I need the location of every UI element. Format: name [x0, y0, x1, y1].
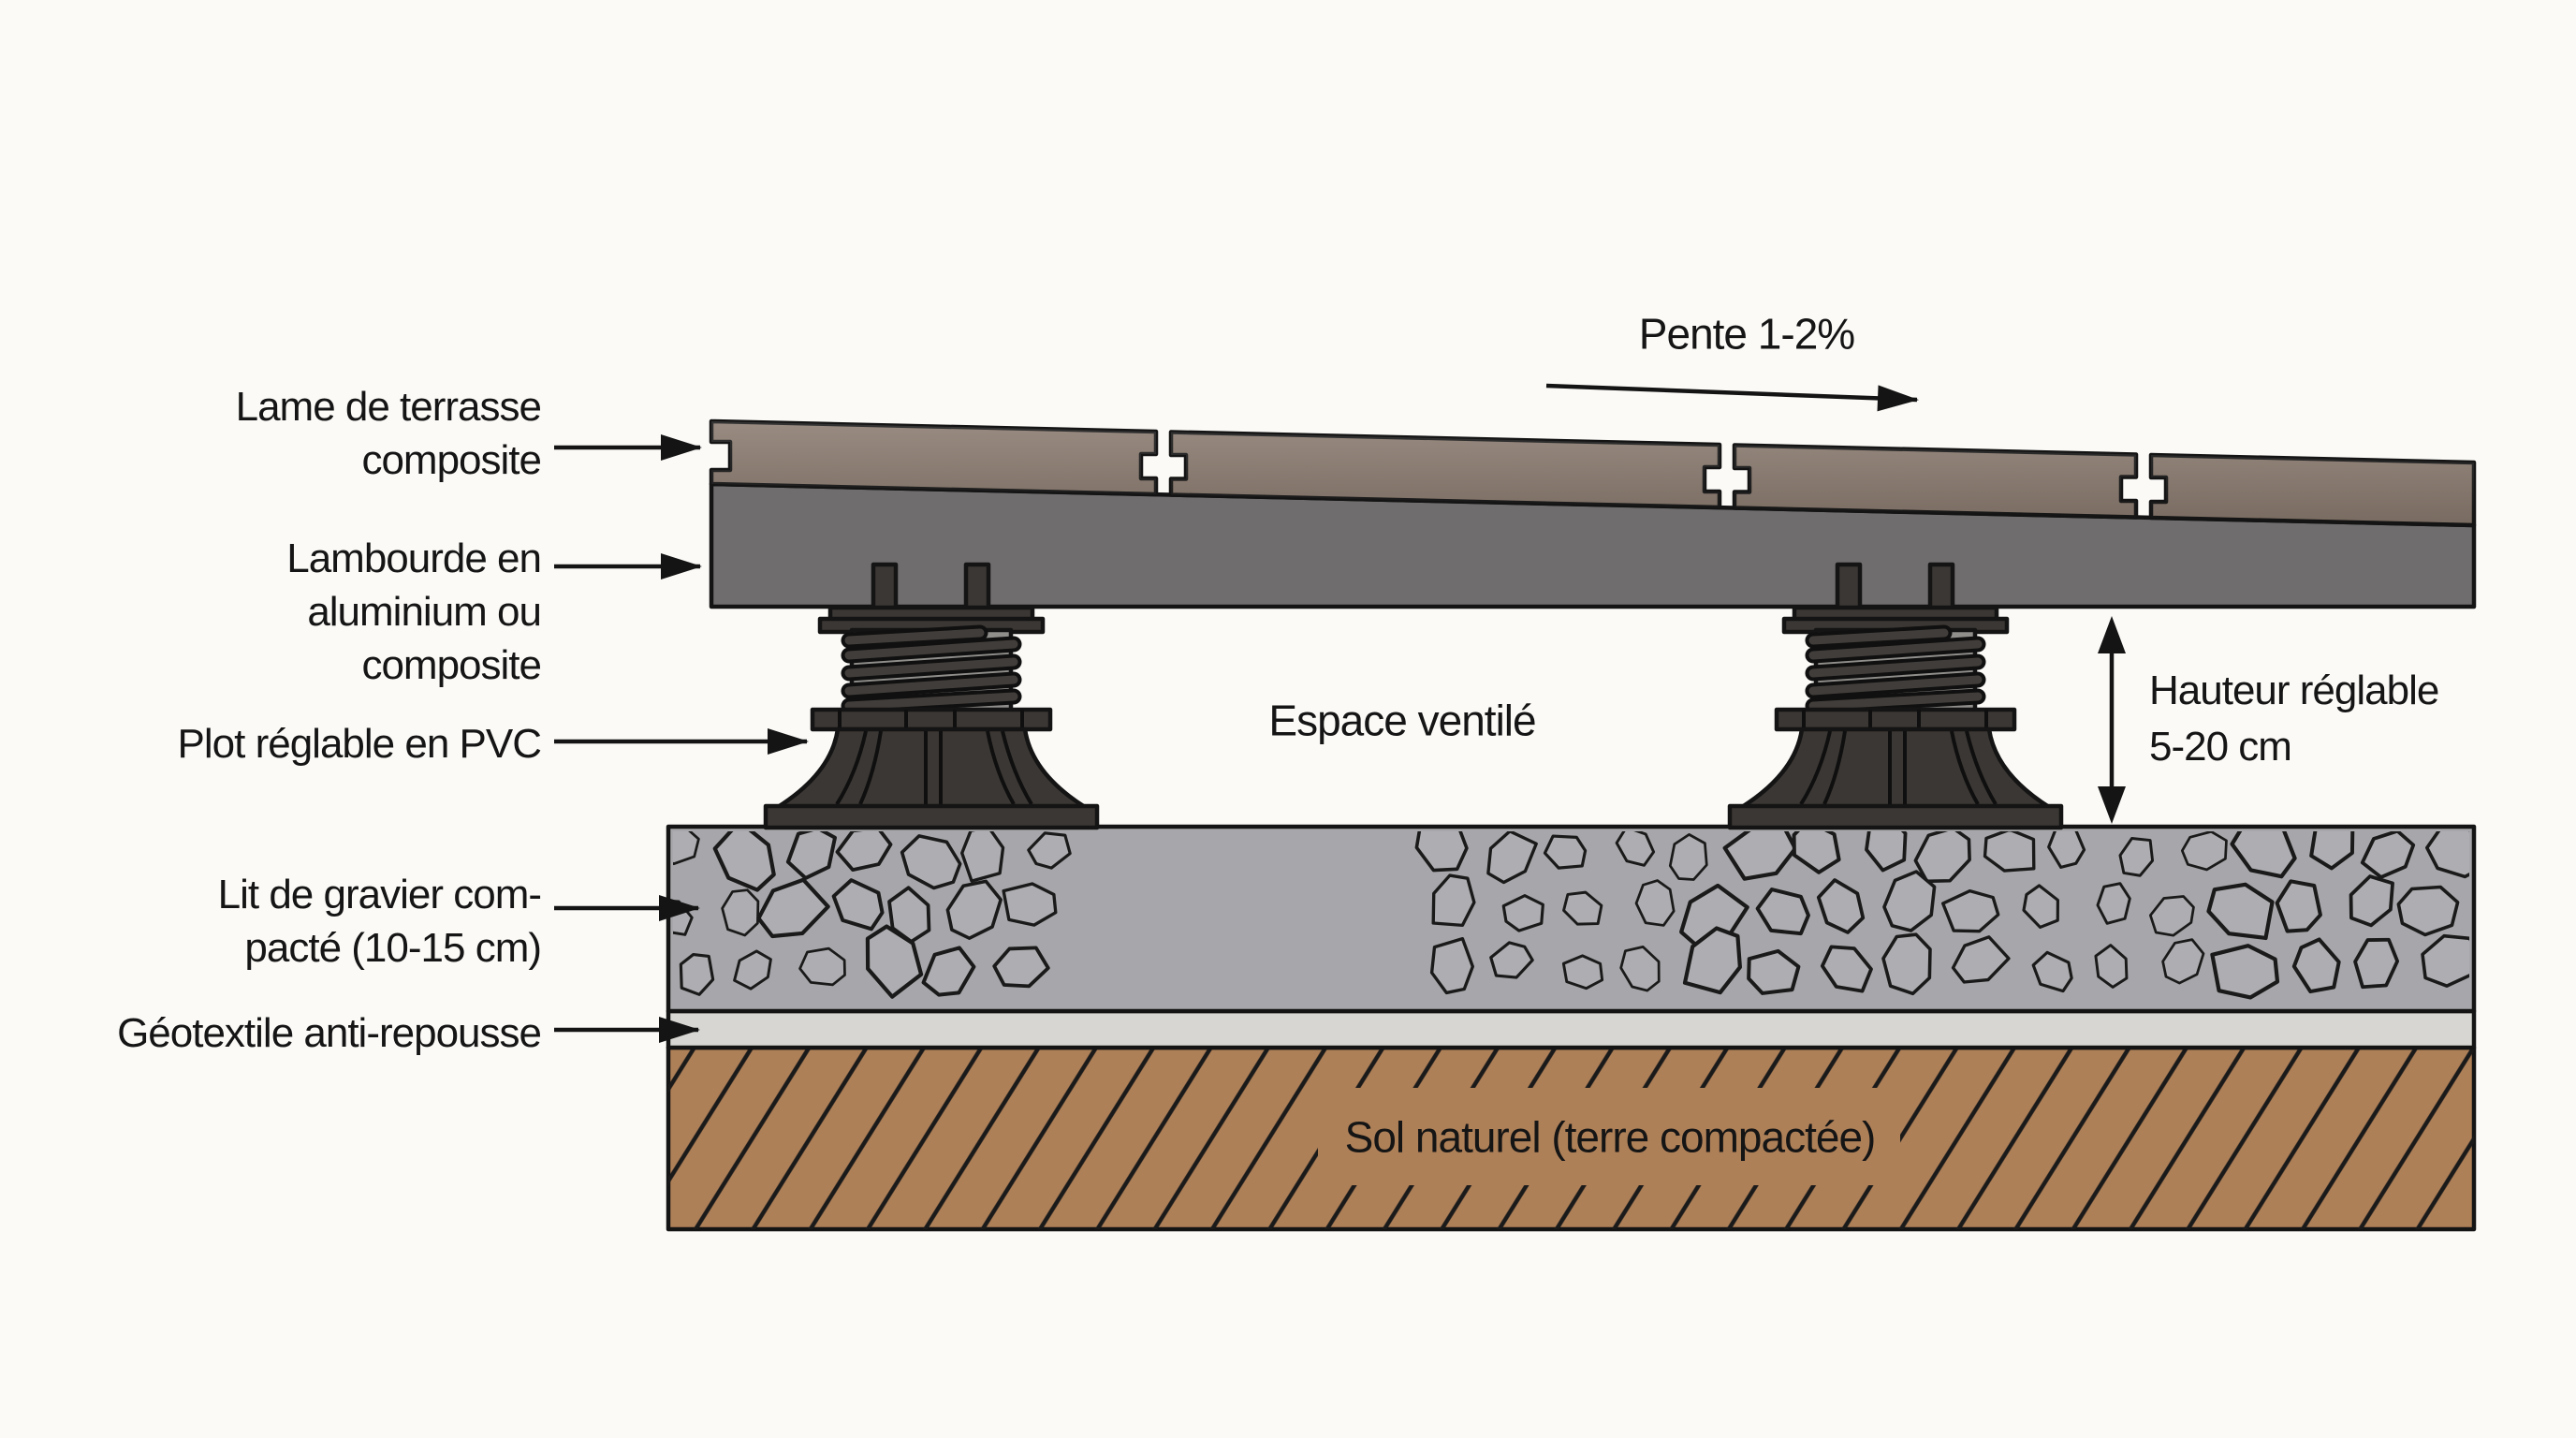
- geotextile-layer: [666, 1008, 2477, 1050]
- deck-boards: [709, 418, 2477, 528]
- gravel-stone: [1002, 882, 1058, 927]
- label-line: composite: [361, 437, 542, 483]
- deck-board-label: Lame de terrasse composite: [235, 380, 542, 487]
- label-line: Lambourde en: [286, 536, 542, 581]
- gravel-stone: [673, 831, 700, 866]
- label-line: Plot réglable en PVC: [177, 721, 542, 767]
- label-line: 5-20 cm: [2149, 724, 2292, 770]
- adjustable-height-label: Hauteur réglable 5-20 cm: [2149, 663, 2439, 775]
- gravel-label: Lit de gravier com- pacté (10-15 cm): [217, 868, 542, 975]
- label-line: composite: [361, 642, 542, 688]
- label-line: Lame de terrasse: [235, 384, 542, 430]
- label-line: pacté (10-15 cm): [244, 925, 542, 971]
- geotextile-label: Géotextile anti-repousse: [117, 1006, 542, 1060]
- slope-label: Pente 1-2%: [1638, 309, 1855, 359]
- soil-layer: [666, 1045, 2477, 1232]
- label-line: Géotextile anti-repousse: [117, 1010, 542, 1056]
- gravel-layer: [666, 824, 2477, 1014]
- natural-soil-label: Sol naturel (terre compactée): [1344, 1112, 1877, 1162]
- soil-label-clearing: [1318, 1088, 1900, 1185]
- joist-label: Lambourde en aluminium ou composite: [286, 532, 542, 692]
- label-line: aluminium ou: [307, 589, 542, 635]
- annotation-arrows: [554, 383, 2126, 1043]
- label-line: Hauteur réglable: [2149, 668, 2439, 713]
- pedestal-label: Plot réglable en PVC: [177, 717, 542, 770]
- ventilated-space-label: Espace ventilé: [1268, 696, 1536, 745]
- gravel-stone: [2212, 946, 2277, 997]
- label-line: Lit de gravier com-: [217, 872, 542, 917]
- slope-direction-arrow: [1545, 383, 1919, 412]
- gravel-stone: [2396, 885, 2460, 937]
- height-measure-arrow: [2098, 616, 2126, 824]
